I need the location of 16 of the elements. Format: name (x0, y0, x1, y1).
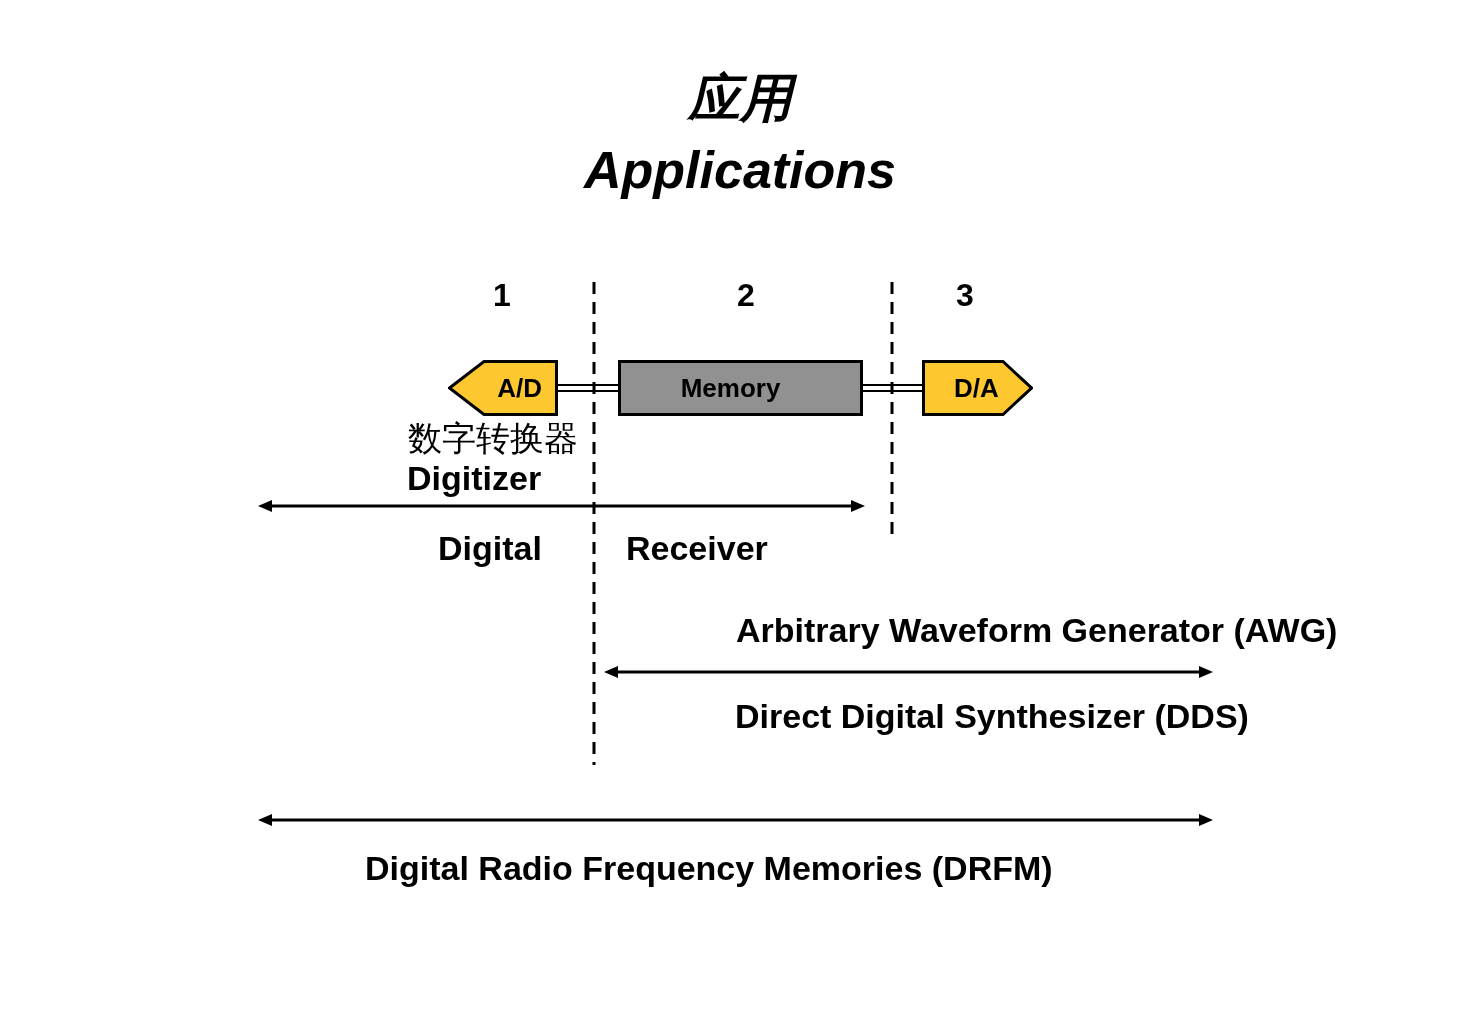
label-text: Digitizer (407, 461, 542, 495)
label-text: Digital Radio Frequency Memories (DRFM) (365, 851, 1053, 885)
title: 应用 Applications (582, 68, 897, 201)
section-number: 3 (955, 279, 975, 311)
memory-box: Memory (618, 360, 863, 416)
label-text: Digital (438, 531, 542, 565)
label-text: Arbitrary Waveform Generator (AWG) (736, 613, 1338, 647)
section-number: 1 (492, 279, 512, 311)
connector (556, 383, 620, 393)
converter-arrow-shape: D/A (922, 360, 1033, 416)
connector (861, 383, 924, 393)
label-text: 数字转换器 (408, 421, 578, 455)
converter-arrow-shape: A/D (448, 360, 558, 416)
label-text: Receiver (626, 531, 768, 565)
label-text: Direct Digital Synthesizer (DDS) (735, 699, 1249, 733)
section-number: 2 (736, 279, 756, 311)
